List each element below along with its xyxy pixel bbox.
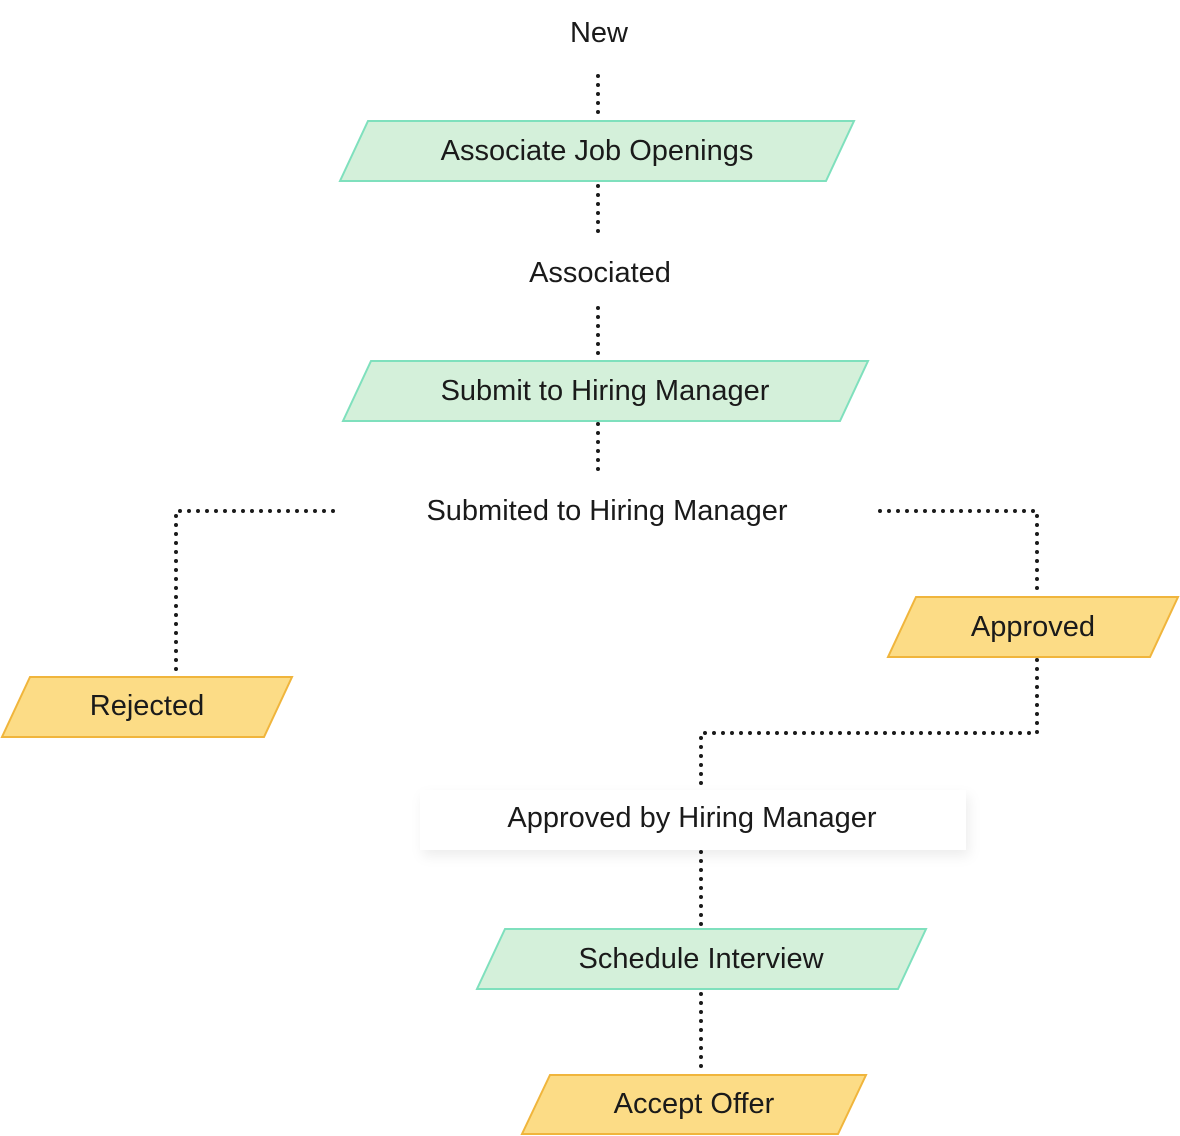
parallelogram-shape: [0, 676, 294, 738]
parallelogram-shape: [520, 1074, 868, 1135]
outcome-label: Approved: [971, 611, 1095, 643]
state-submitted-to-hiring-manager: Submited to Hiring Manager: [426, 495, 787, 527]
state-associated: Associated: [529, 257, 671, 289]
action-label: Submit to Hiring Manager: [441, 375, 770, 407]
action-label: Schedule Interview: [578, 943, 824, 975]
action-associate-job-openings[interactable]: Associate Job Openings: [338, 120, 856, 182]
connector-approved-to-approved-by-hm: [699, 658, 1039, 788]
parallelogram-shape: [341, 360, 870, 422]
state-new: New: [570, 17, 629, 49]
approved-by-hm-card: [420, 790, 966, 850]
state-approved-by-hiring-manager: Approved by Hiring Manager: [507, 802, 876, 834]
action-schedule-interview[interactable]: Schedule Interview: [475, 928, 928, 990]
outcome-rejected[interactable]: Rejected: [0, 676, 294, 738]
action-submit-to-hiring-manager[interactable]: Submit to Hiring Manager: [341, 360, 870, 422]
connector-submitted-to-rejected: [174, 509, 335, 672]
parallelogram-shape: [475, 928, 928, 990]
outcome-approved[interactable]: Approved: [886, 596, 1180, 658]
connector-submitted-to-approved: [878, 509, 1039, 598]
action-label: Associate Job Openings: [441, 135, 754, 167]
parallelogram-shape: [338, 120, 856, 182]
outcome-label: Rejected: [90, 690, 204, 722]
outcome-label: Accept Offer: [614, 1088, 775, 1120]
outcome-accept-offer[interactable]: Accept Offer: [520, 1074, 868, 1135]
parallelogram-shape: [886, 596, 1180, 658]
